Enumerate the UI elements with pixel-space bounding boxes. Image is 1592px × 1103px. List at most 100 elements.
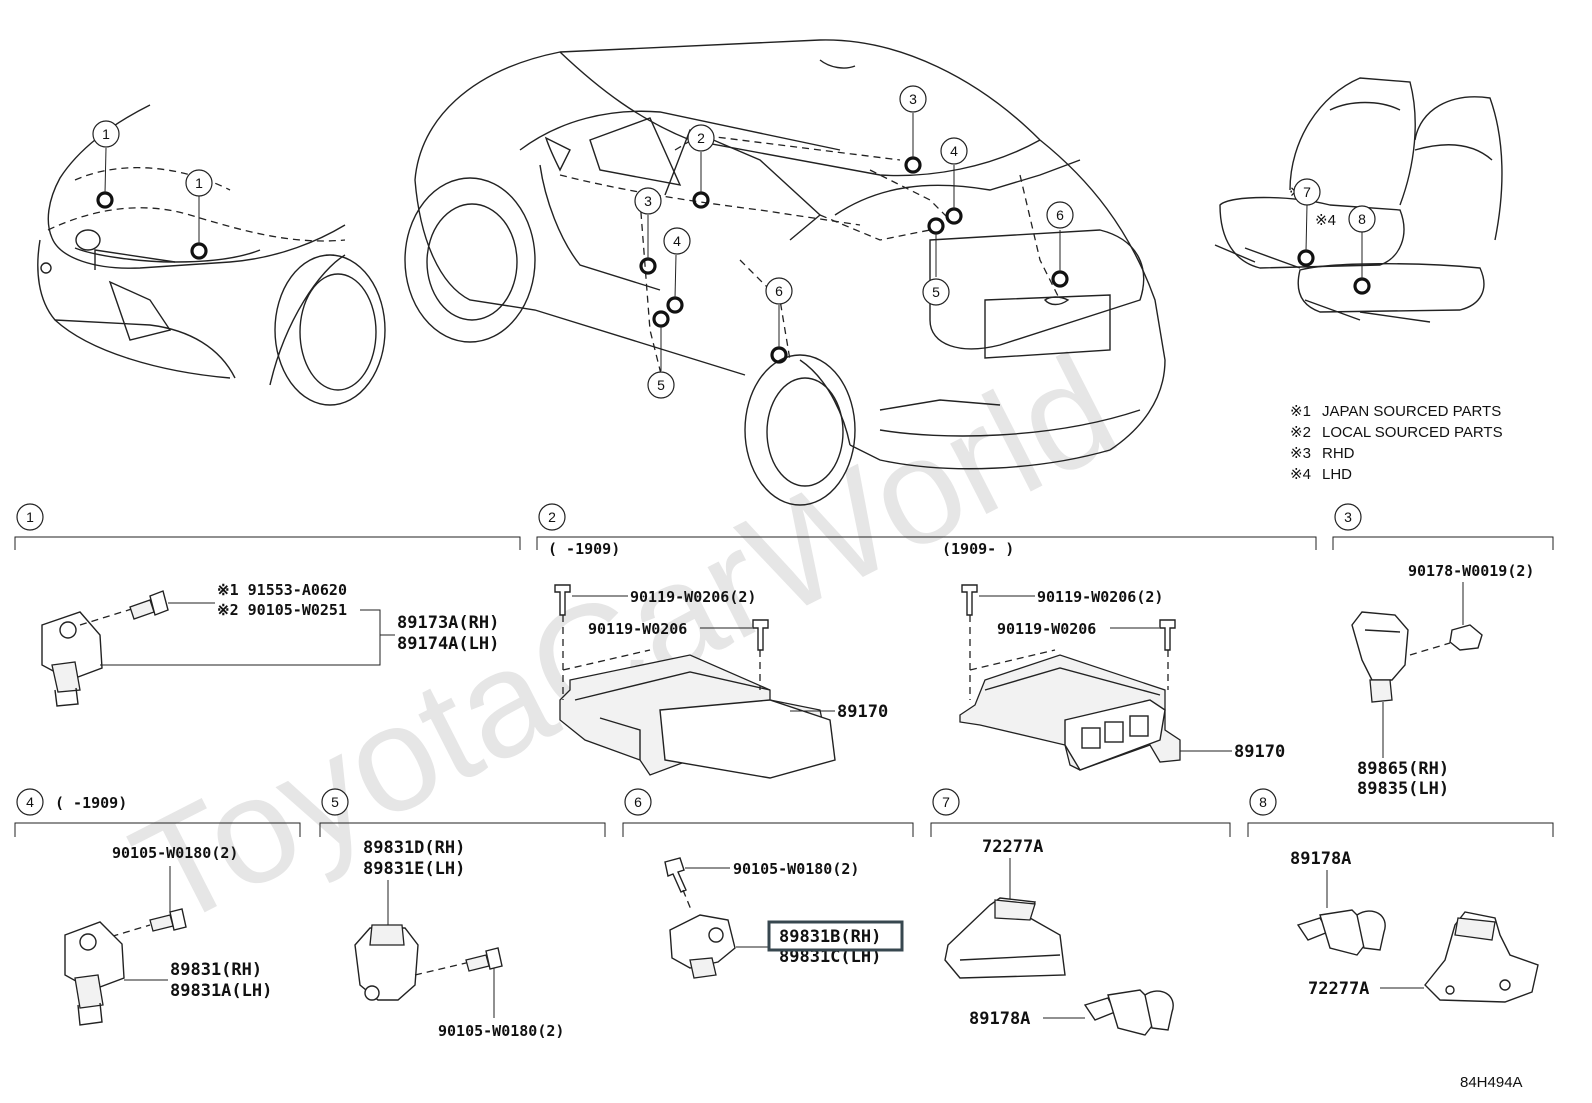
- section-7: 7 72277A 89178A: [930, 788, 1231, 1036]
- range-label: ( -1909): [55, 794, 127, 812]
- callout-label: 3: [909, 91, 917, 107]
- part-label-lh: 89831A(LH): [170, 981, 272, 1001]
- callout-label: 6: [1056, 207, 1064, 223]
- section-number-circle: [624, 788, 652, 816]
- bolt-icon: [1159, 619, 1176, 651]
- part-label-rh: 89831(RH): [170, 960, 262, 980]
- bolt-icon: [664, 857, 687, 893]
- callout-circle: [92, 120, 120, 148]
- callout-label: 1: [102, 126, 110, 142]
- ecu-label-late: 89170: [1234, 742, 1285, 762]
- part-label-lh: 89835(LH): [1357, 779, 1449, 799]
- nut-label: 90178-W0019(2): [1408, 562, 1534, 580]
- part-label-lh: 89831C(LH): [779, 947, 881, 967]
- callout-circle: [1046, 201, 1074, 229]
- watermark: ToyotaCarWorld: [108, 322, 1140, 959]
- front-sensor-part: [41, 611, 103, 707]
- range-label-left: ( -1909): [548, 540, 620, 558]
- seat-illustration: [1214, 77, 1503, 323]
- legend-mark: ※2: [1290, 424, 1311, 441]
- callout-label: 4: [950, 143, 958, 159]
- front-sensor-part: [64, 921, 125, 1026]
- seat-bracket-part: [1424, 911, 1539, 1003]
- section-number: 2: [548, 509, 556, 525]
- callout-circle: [185, 169, 213, 197]
- callout-circle: [1293, 178, 1321, 206]
- callout-label: 2: [697, 130, 705, 146]
- section-8: 8 89178A 72277A: [1247, 788, 1554, 1003]
- bolt-label-l-b: 90119-W0206: [588, 620, 687, 638]
- legend: ※1 JAPAN SOURCED PARTS ※2 LOCAL SOURCED …: [1290, 403, 1503, 483]
- range-label-right: (1909- ): [942, 540, 1014, 558]
- section-2: 2 ( -1909) (1909- ) 90119-W0206(2) 90119…: [536, 503, 1317, 779]
- section-number-circle: [16, 503, 44, 531]
- section-number-circle: [321, 788, 349, 816]
- car-body-illustration: [404, 39, 1166, 506]
- nut-icon: [1449, 624, 1483, 651]
- section-4: 4 ( -1909) 90105-W0180(2) 89831(RH) 8983…: [14, 788, 301, 1026]
- legend-text: LHD: [1322, 466, 1352, 483]
- bolt-icon: [465, 947, 503, 972]
- side-sensor-part: [1351, 611, 1409, 703]
- legend-text: JAPAN SOURCED PARTS: [1322, 403, 1501, 420]
- callout-label: 7: [1303, 184, 1311, 200]
- callout-circle: [899, 85, 927, 113]
- legend-text: LOCAL SOURCED PARTS: [1322, 424, 1503, 441]
- callout-circle: [687, 124, 715, 152]
- section-number-circle: [16, 788, 44, 816]
- sensor-label: 89178A: [969, 1009, 1030, 1029]
- bolt-label: 90105-W0180(2): [112, 844, 238, 862]
- section-number: 6: [634, 794, 642, 810]
- front-view-illustration: [37, 104, 386, 406]
- legend-mark: ※3: [1290, 445, 1311, 462]
- callout-label: 5: [932, 284, 940, 300]
- section-5: 5 89831D(RH) 89831E(LH) 90105-W0180(2): [319, 788, 606, 1040]
- part-label-rh: 89831D(RH): [363, 838, 465, 858]
- bolt-icon: [752, 619, 769, 651]
- bolt-label: 90105-W0180(2): [438, 1022, 564, 1040]
- ecu-label-early: 89170: [837, 702, 888, 722]
- callout-label: 5: [657, 377, 665, 393]
- bolt-icon: [129, 590, 169, 620]
- section-number: 5: [331, 794, 339, 810]
- callout-circle: [647, 371, 675, 399]
- section-number-circle: [1334, 503, 1362, 531]
- section-number: 8: [1259, 794, 1267, 810]
- callout-label: 1: [195, 175, 203, 191]
- airbag-ecu-late: [959, 654, 1181, 771]
- bolt-label-local: ※2 90105-W0251: [217, 601, 347, 619]
- section-number: 4: [26, 794, 34, 810]
- bolt-label: 90105-W0180(2): [733, 860, 859, 878]
- bolt-icon: [149, 908, 187, 932]
- section-number: 3: [1344, 509, 1352, 525]
- legend-mark: ※4: [1290, 466, 1311, 483]
- seat-sensor-part: [1083, 989, 1174, 1036]
- bolt-label-r-b: 90119-W0206: [997, 620, 1096, 638]
- callout-label: 3: [644, 193, 652, 209]
- part-label-rh: 89865(RH): [1357, 759, 1449, 779]
- callout-circle: [940, 137, 968, 165]
- callout-circle: [634, 187, 662, 215]
- callout-label: 6: [775, 283, 783, 299]
- part-label-rh: 89173A(RH): [397, 613, 499, 633]
- callout-label: 4: [673, 233, 681, 249]
- bolt-label-japan: ※1 91553-A0620: [217, 581, 347, 599]
- diagram-code: 84H494A: [1460, 1074, 1523, 1091]
- section-number: 7: [942, 794, 950, 810]
- part-label-lh: 89174A(LH): [397, 634, 499, 654]
- section-1: 1 ※1 91553-A0620 ※2 90105-W0251 89173A(R…: [14, 503, 521, 707]
- bracket-label: 72277A: [982, 837, 1043, 857]
- section-number-circle: [538, 503, 566, 531]
- seat-sensor-part: [1296, 909, 1386, 956]
- top-callouts: 1 1 2 3 3 4 4 5 5 6 6 7 8: [92, 85, 1376, 399]
- callout-label: 8: [1358, 211, 1366, 227]
- callout-circle: [765, 277, 793, 305]
- section-number-circle: [1249, 788, 1277, 816]
- seat-bracket-part: [944, 897, 1066, 979]
- rear-sensor-part: [669, 914, 736, 979]
- callout-circle: [1348, 205, 1376, 233]
- part-label-lh: 89831E(LH): [363, 859, 465, 879]
- section-3: 3 90178-W0019(2) 89865(RH) 89835(LH): [1332, 503, 1554, 799]
